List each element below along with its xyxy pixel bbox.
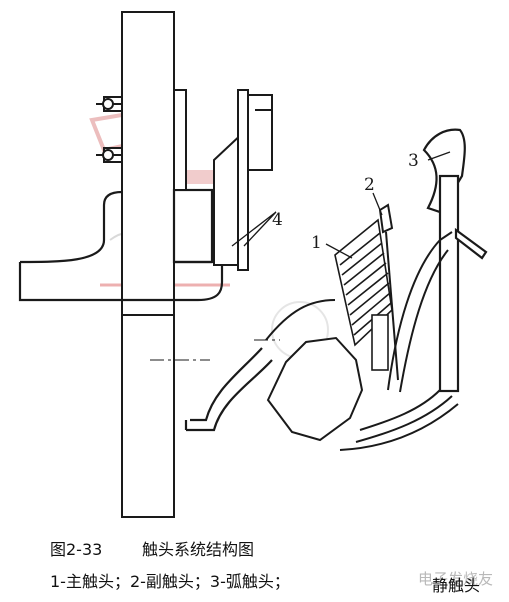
legend-text: 1-主触头；2-副触头；3-弧触头； [50, 572, 290, 591]
pivot-block [266, 336, 364, 442]
screw-upper [96, 96, 123, 112]
figure-caption-legend: 1-主触头；2-副触头；3-弧触头； [50, 568, 290, 592]
contact-system-diagram: 1 2 3 4 [18, 11, 488, 518]
label-part-1: 1 [311, 233, 322, 253]
base-bracket [18, 188, 224, 302]
label-part-4: 4 [272, 210, 283, 230]
arc-contact [422, 128, 488, 393]
figure-title: 触头系统结构图 [142, 540, 255, 559]
upper-bracket [173, 89, 273, 271]
label-part-3: 3 [408, 151, 419, 171]
screw-lower [96, 147, 123, 163]
legend-tail: 静触头 [432, 572, 480, 596]
watermark-text: 电子发烧友 [418, 568, 493, 589]
watermark-label: 电子发烧友 [418, 570, 494, 588]
center-lines [150, 339, 280, 361]
static-contact-arms [265, 231, 459, 451]
legend-tail-text: 静触头 [432, 576, 481, 595]
secondary-contact [378, 203, 399, 381]
conductor-arm [184, 347, 273, 432]
figure-number: 图2-33 [50, 540, 103, 559]
figure-caption-title: 图2-33 触头系统结构图 [50, 536, 254, 560]
leader-lines [231, 151, 451, 259]
label-part-2: 2 [364, 175, 375, 195]
vertical-frame-bar [121, 11, 175, 518]
